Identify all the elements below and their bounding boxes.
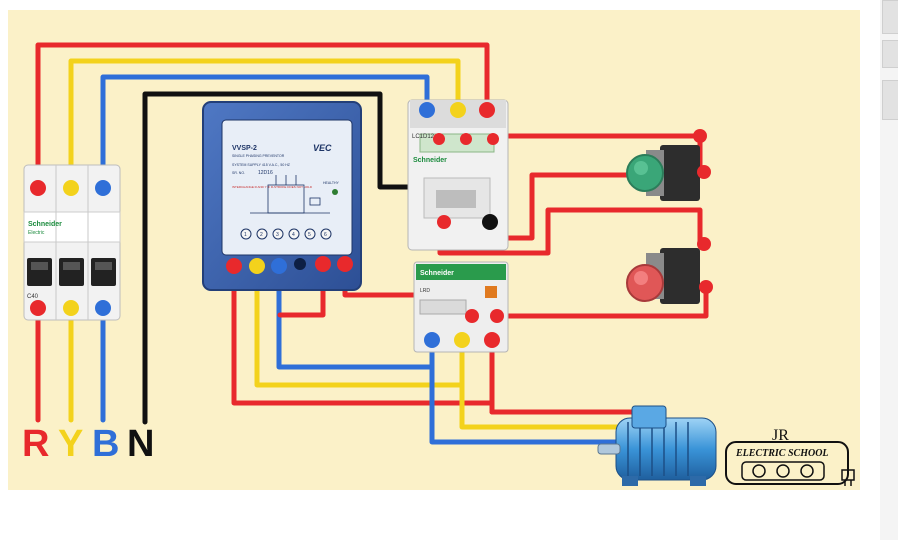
label-r: R bbox=[22, 423, 49, 465]
protector-healthy: HEALTHY bbox=[323, 181, 340, 185]
side-panel-button-top[interactable] bbox=[882, 0, 898, 34]
protector-serial-label: SR. NO. bbox=[232, 171, 245, 175]
terminal-4: 4 bbox=[292, 232, 295, 238]
wire-ctl-d bbox=[494, 284, 709, 319]
phase-protector: VVSP-2 VEC SINGLE PHASING PREVENTOR SYST… bbox=[202, 101, 362, 291]
terminal-1: 1 bbox=[244, 232, 247, 238]
terminal-dots bbox=[30, 102, 713, 348]
side-panel-button-bottom[interactable] bbox=[882, 80, 898, 120]
terminal-5: 5 bbox=[308, 232, 311, 238]
logo-text: ELECTRIC SCHOOL bbox=[735, 448, 829, 459]
terminal-3: 3 bbox=[276, 232, 279, 238]
start-button bbox=[626, 145, 700, 201]
protector-subtitle: SINGLE PHASING PREVENTOR bbox=[232, 154, 285, 158]
protector-supply: SYSTEM SUPPLY 415 V.A.C., 50 HZ bbox=[232, 163, 291, 167]
label-y: Y bbox=[58, 423, 83, 465]
terminal-6: 6 bbox=[324, 232, 327, 238]
protector-brand: VEC bbox=[313, 143, 332, 153]
phase-labels: R Y B N bbox=[22, 423, 154, 465]
protector-serial: 12D16 bbox=[258, 170, 273, 176]
side-panel-button-middle[interactable] bbox=[882, 40, 898, 68]
electric-school-logo: JR ELECTRIC SCHOOL bbox=[725, 427, 855, 486]
motor bbox=[597, 405, 717, 486]
contactor-brand: Schneider bbox=[413, 157, 447, 164]
wire-y-supply bbox=[68, 58, 461, 191]
protector-terminals: 1 2 3 4 5 6 bbox=[240, 228, 332, 240]
mcb-breaker: Schneider Electric C40 bbox=[23, 164, 121, 321]
mcb-brand-sub: Electric bbox=[28, 230, 45, 236]
stop-button bbox=[626, 248, 700, 304]
wire-r-supply bbox=[35, 42, 490, 191]
terminal-2: 2 bbox=[260, 232, 263, 238]
label-b: B bbox=[92, 423, 119, 465]
protector-note: INTERCHANGE R AND Y IF R-STROKE DOES NOT… bbox=[232, 185, 313, 189]
logo-initials: JR bbox=[772, 427, 789, 444]
protector-model: VVSP-2 bbox=[232, 145, 257, 152]
overload-model: LRD bbox=[420, 288, 430, 294]
contactor-model: LC1D12 bbox=[412, 134, 435, 140]
side-panel bbox=[880, 0, 898, 540]
label-n: N bbox=[127, 423, 154, 465]
overload-relay: Schneider LRD bbox=[413, 261, 509, 353]
overload-brand: Schneider bbox=[420, 270, 454, 277]
mcb-brand: Schneider bbox=[28, 221, 62, 228]
wire-b-supply bbox=[100, 74, 430, 191]
mcb-rating: C40 bbox=[27, 294, 39, 300]
